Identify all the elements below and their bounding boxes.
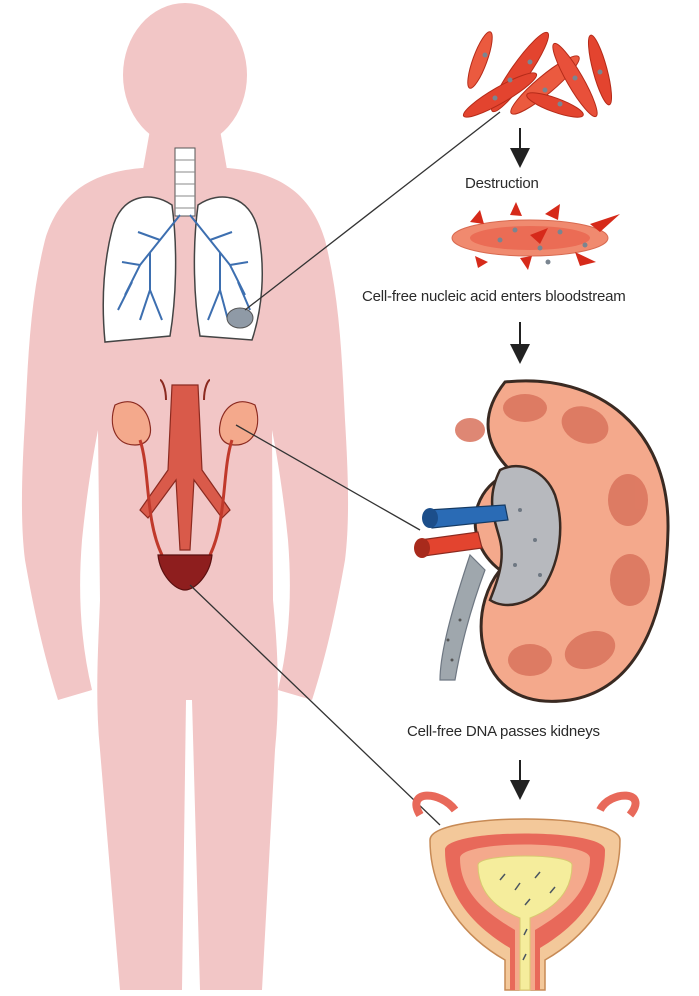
lung-tumor xyxy=(227,308,253,328)
bladder-detail xyxy=(416,796,635,990)
kidney-detail xyxy=(414,381,668,701)
tumor-cells xyxy=(460,28,616,123)
ureter xyxy=(440,555,485,680)
trachea xyxy=(175,148,195,216)
destroyed-cells xyxy=(452,202,620,270)
nucleic-acid-label: Cell-free nucleic acid enters bloodstrea… xyxy=(362,288,626,305)
destruction-label: Destruction xyxy=(465,175,539,192)
kidneys-label: Cell-free DNA passes kidneys xyxy=(407,723,600,740)
